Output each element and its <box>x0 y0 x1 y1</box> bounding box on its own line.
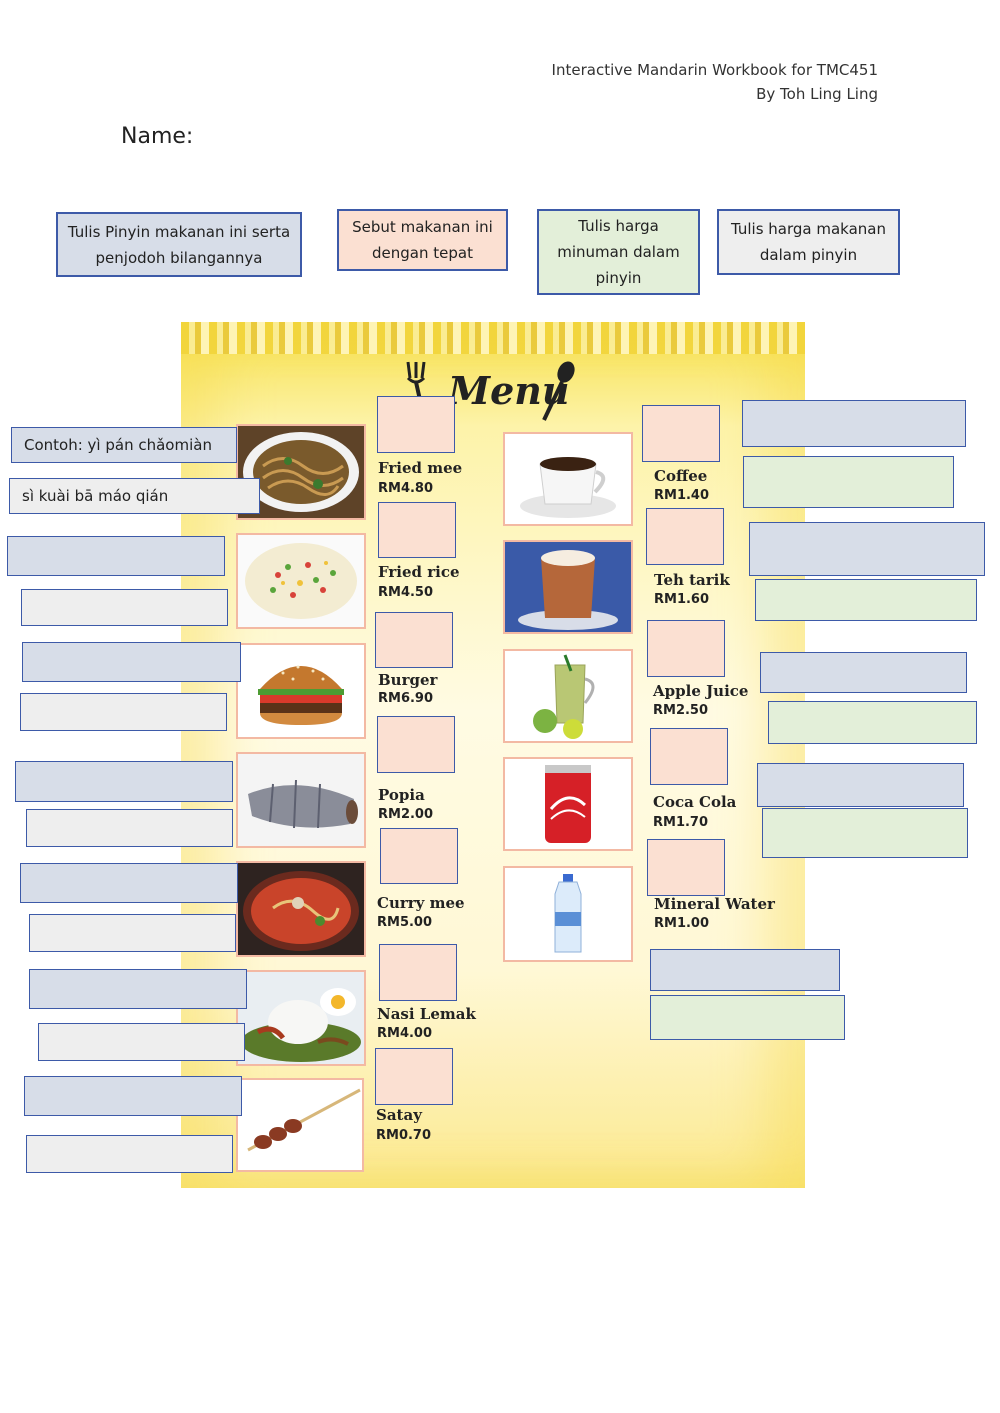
menu-decorative-band <box>181 322 805 354</box>
say-food-box-fried-rice[interactable] <box>378 502 456 558</box>
food-price-burger: RM6.90 <box>378 691 434 706</box>
say-drink-box-coca-cola[interactable] <box>650 728 728 785</box>
satay-image <box>236 1078 364 1172</box>
instruction-food-price: Tulis harga makanan dalam pinyin <box>717 209 900 275</box>
say-drink-box-teh-tarik[interactable] <box>646 508 724 565</box>
drink-pinyin-input-mineral-water[interactable] <box>650 949 840 991</box>
popia-image <box>236 752 366 848</box>
drink-price-input-coffee[interactable] <box>743 456 954 508</box>
price-pinyin-input-satay[interactable] <box>26 1135 233 1173</box>
food-pinyin-input-satay[interactable] <box>24 1076 242 1116</box>
name-label: Name: <box>121 124 194 149</box>
drink-pinyin-input-coffee[interactable] <box>742 400 966 447</box>
food-name-fried-mee: Fried mee <box>378 459 463 477</box>
food-name-nasi-lemak: Nasi Lemak <box>377 1005 476 1023</box>
say-drink-box-mineral-water[interactable] <box>647 839 725 896</box>
instruction-pinyin-food: Tulis Pinyin makanan ini serta penjodoh … <box>56 212 302 277</box>
fried-mee-image <box>236 424 366 520</box>
food-pinyin-input-popia[interactable] <box>15 761 233 802</box>
food-pinyin-input-nasi-lemak[interactable] <box>29 969 247 1009</box>
coffee-image <box>503 432 633 526</box>
drink-price-coca-cola: RM1.70 <box>653 815 709 830</box>
burger-image <box>236 643 366 739</box>
nasi-lemak-image <box>236 970 366 1066</box>
teh-tarik-image <box>503 540 633 634</box>
example-food-pinyin: Contoh: yì pán chǎomiàn <box>11 427 237 463</box>
price-pinyin-input-popia[interactable] <box>26 809 233 847</box>
menu-title: Menu <box>448 368 570 413</box>
fried-rice-image <box>236 533 366 629</box>
food-pinyin-input-curry-mee[interactable] <box>20 863 238 903</box>
drink-name-mineral-water: Mineral Water <box>654 895 775 913</box>
say-food-box-satay[interactable] <box>375 1048 453 1105</box>
food-price-fried-rice: RM4.50 <box>378 585 434 600</box>
drink-price-apple-juice: RM2.50 <box>653 703 709 718</box>
food-name-curry-mee: Curry mee <box>377 894 465 912</box>
drink-pinyin-input-apple-juice[interactable] <box>760 652 967 693</box>
food-name-burger: Burger <box>378 671 438 689</box>
drink-pinyin-input-teh-tarik[interactable] <box>749 522 985 576</box>
drink-name-coffee: Coffee <box>654 467 708 485</box>
food-pinyin-input-fried-rice[interactable] <box>7 536 225 576</box>
instruction-say-food: Sebut makanan ini dengan tepat <box>337 209 508 271</box>
drink-price-input-coca-cola[interactable] <box>762 808 968 858</box>
apple-juice-image <box>503 649 633 743</box>
say-food-box-fried-mee[interactable] <box>377 396 455 453</box>
food-price-curry-mee: RM5.00 <box>377 915 433 930</box>
food-price-fried-mee: RM4.80 <box>378 481 434 496</box>
price-pinyin-input-burger[interactable] <box>20 693 227 731</box>
drink-price-input-mineral-water[interactable] <box>650 995 845 1040</box>
drink-price-coffee: RM1.40 <box>654 488 710 503</box>
say-food-box-popia[interactable] <box>377 716 455 773</box>
food-name-fried-rice: Fried rice <box>378 563 460 581</box>
drink-price-input-teh-tarik[interactable] <box>755 579 977 621</box>
price-pinyin-input-curry-mee[interactable] <box>29 914 236 952</box>
example-price-pinyin: sì kuài bā máo qián <box>9 478 260 514</box>
say-food-box-burger[interactable] <box>375 612 453 668</box>
say-drink-box-apple-juice[interactable] <box>647 620 725 677</box>
workbook-title: Interactive Mandarin Workbook for TMC451 <box>551 61 878 79</box>
food-price-nasi-lemak: RM4.00 <box>377 1026 433 1041</box>
instruction-drink-price: Tulis harga minuman dalam pinyin <box>537 209 700 295</box>
drink-name-coca-cola: Coca Cola <box>653 793 737 811</box>
food-pinyin-input-burger[interactable] <box>22 642 241 682</box>
curry-mee-image <box>236 861 366 957</box>
workbook-author: By Toh Ling Ling <box>756 85 878 103</box>
mineral-water-image <box>503 866 633 962</box>
food-name-popia: Popia <box>378 786 425 804</box>
drink-pinyin-input-coca-cola[interactable] <box>757 763 964 807</box>
drink-name-apple-juice: Apple Juice <box>653 682 749 700</box>
drink-price-input-apple-juice[interactable] <box>768 701 977 744</box>
drink-price-teh-tarik: RM1.60 <box>654 592 710 607</box>
drink-name-teh-tarik: Teh tarik <box>654 571 730 589</box>
spoon-icon <box>538 360 578 422</box>
say-food-box-curry-mee[interactable] <box>380 828 458 884</box>
say-food-box-nasi-lemak[interactable] <box>379 944 457 1001</box>
coca-cola-image <box>503 757 633 851</box>
price-pinyin-input-fried-rice[interactable] <box>21 589 228 626</box>
price-pinyin-input-nasi-lemak[interactable] <box>38 1023 245 1061</box>
drink-price-mineral-water: RM1.00 <box>654 916 710 931</box>
food-name-satay: Satay <box>376 1106 422 1124</box>
food-price-popia: RM2.00 <box>378 807 434 822</box>
food-price-satay: RM0.70 <box>376 1128 432 1143</box>
say-drink-box-coffee[interactable] <box>642 405 720 462</box>
